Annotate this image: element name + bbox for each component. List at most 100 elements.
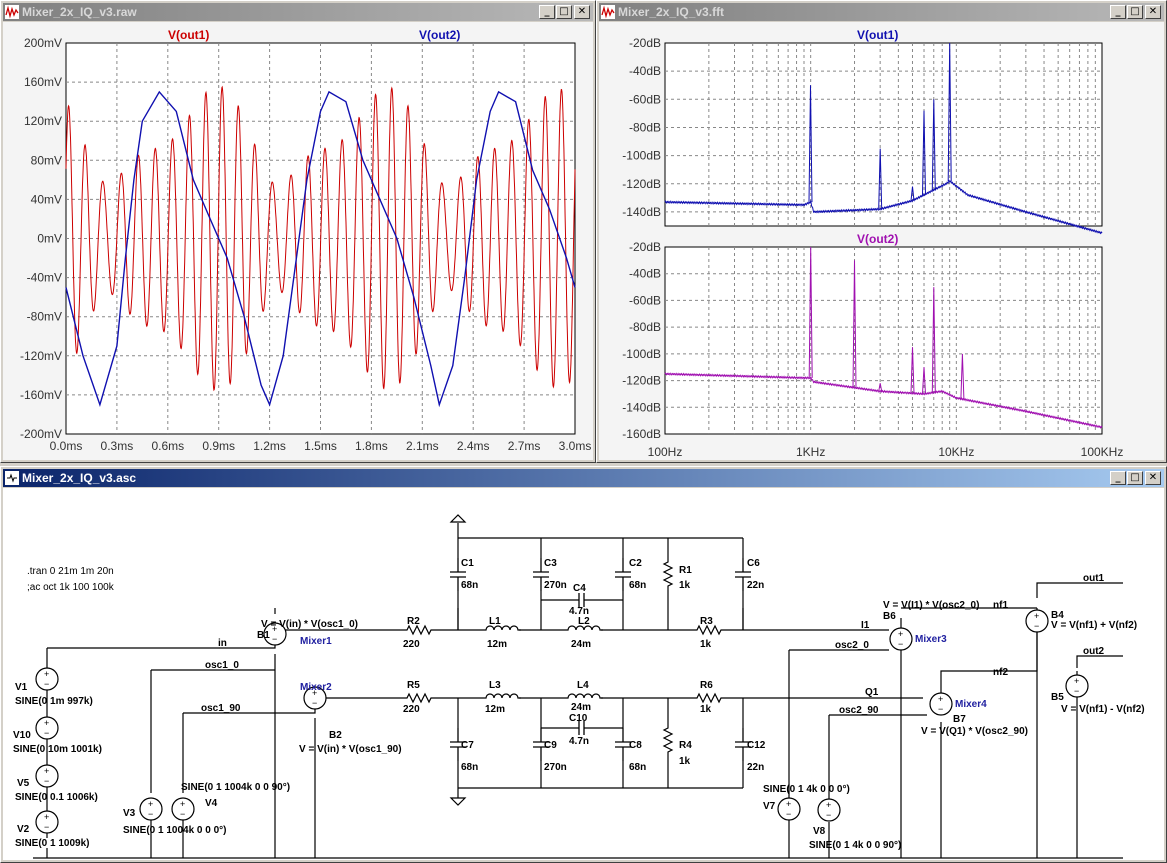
- fft-y-tick-label: -40dB: [629, 64, 661, 78]
- voltage-source-v7[interactable]: [777, 797, 801, 821]
- resistor-r4[interactable]: [663, 723, 673, 757]
- y-tick-label: 120mV: [24, 114, 62, 128]
- value-v7: SINE(0 1 4k 0 0 0°): [763, 784, 850, 795]
- wires: [33, 523, 1123, 859]
- minimize-button[interactable]: _: [539, 5, 555, 19]
- voltage-source-v1[interactable]: [35, 667, 59, 691]
- label-mixer3: Mixer3: [915, 634, 947, 645]
- fft-legend-out2: V(out2): [857, 232, 898, 246]
- ac-directive[interactable]: ;ac oct 1k 100 100k: [27, 582, 115, 593]
- value-l4: 24m: [571, 702, 591, 713]
- voltage-source-v8[interactable]: [817, 798, 841, 822]
- net-nf2: nf2: [993, 667, 1008, 678]
- value-c1: 68n: [461, 580, 478, 591]
- tran-directive[interactable]: .tran 0 21m 1m 20n: [27, 566, 114, 577]
- voltage-source-v10[interactable]: [35, 716, 59, 740]
- schematic-canvas[interactable]: +− +− .tran 0 21m 1m 20n ;ac oct 1k 100 …: [3, 488, 1164, 860]
- label-c9: C9: [544, 740, 557, 751]
- fft-titlebar[interactable]: Mixer_2x_IQ_v3.fft _ □ ✕: [599, 3, 1164, 21]
- voltage-source-v2[interactable]: [35, 810, 59, 834]
- expr-b2: V = V(in) * V(osc1_90): [299, 744, 402, 755]
- inductor-l3[interactable]: [482, 693, 522, 699]
- capacitor-c4[interactable]: [564, 592, 599, 608]
- resistor-r6[interactable]: [692, 693, 726, 703]
- minimize-button[interactable]: _: [1110, 5, 1126, 19]
- resistor-r5[interactable]: [402, 693, 436, 703]
- schematic-window[interactable]: Mixer_2x_IQ_v3.asc _ □ ✕ +− +− .tran 0 2…: [0, 466, 1167, 863]
- fft-y-tick-label: -120dB: [622, 177, 661, 191]
- label-c2: C2: [629, 558, 642, 569]
- resistor-r2[interactable]: [402, 625, 436, 635]
- fft-y-tick-label: -140dB: [622, 400, 661, 414]
- transient-window[interactable]: Mixer_2x_IQ_v3.raw _ □ ✕ V(out1) V(out2)…: [0, 0, 596, 463]
- ground-mid: [450, 797, 466, 806]
- fft-title: Mixer_2x_IQ_v3.fft: [618, 5, 725, 19]
- label-r3: R3: [700, 616, 713, 627]
- fft-y-tick-label: -120dB: [622, 374, 661, 388]
- net-nf1: nf1: [993, 600, 1008, 611]
- x-tick-label: 0.3ms: [101, 439, 134, 453]
- voltage-source-v5[interactable]: [35, 764, 59, 788]
- voltage-source-v3[interactable]: [139, 797, 163, 821]
- bsource-b7[interactable]: [929, 692, 953, 716]
- label-c12: C12: [747, 740, 766, 751]
- maximize-button[interactable]: □: [1127, 471, 1143, 485]
- label-v10: V10: [13, 730, 31, 741]
- label-r4: R4: [679, 740, 692, 751]
- resistor-r1[interactable]: [663, 557, 673, 591]
- value-l3: 12m: [485, 704, 505, 715]
- close-button[interactable]: ✕: [574, 5, 590, 19]
- value-v10: SINE(0 10m 1001k): [13, 744, 102, 755]
- close-button[interactable]: ✕: [1145, 471, 1161, 485]
- ground-top: [450, 514, 466, 523]
- label-v3: V3: [123, 808, 136, 819]
- x-tick-label: 1.5ms: [304, 439, 337, 453]
- maximize-button[interactable]: □: [1127, 5, 1143, 19]
- fft-plot-area[interactable]: V(out1) V(out2) -20dB-40dB-60dB-80dB-100…: [599, 22, 1164, 460]
- minimize-button[interactable]: _: [1110, 471, 1126, 485]
- fft-trace-out2: [664, 246, 1103, 429]
- y-tick-label: -120mV: [20, 349, 62, 363]
- value-c9: 270n: [544, 762, 567, 773]
- transient-plot[interactable]: V(out1) V(out2) 200mV160mV120mV80mV40mV0…: [3, 22, 593, 460]
- schematic-titlebar[interactable]: Mixer_2x_IQ_v3.asc _ □ ✕: [3, 469, 1164, 487]
- schematic-drawing[interactable]: +− +− .tran 0 21m 1m 20n ;ac oct 1k 100 …: [3, 488, 1164, 860]
- value-r3: 1k: [700, 639, 712, 650]
- expr-b7: V = V(Q1) * V(osc2_90): [921, 726, 1028, 737]
- expr-b5: V = V(nf1) - V(nf2): [1061, 704, 1145, 715]
- fft-y-tick-label: -20dB: [629, 240, 661, 254]
- value-c7: 68n: [461, 762, 478, 773]
- transient-title: Mixer_2x_IQ_v3.raw: [22, 5, 137, 19]
- fft-y-tick-label: -40dB: [629, 267, 661, 281]
- bsource-b5[interactable]: [1065, 674, 1089, 698]
- x-tick-label: 2.4ms: [457, 439, 490, 453]
- y-tick-label: 200mV: [24, 36, 62, 50]
- bsource-b6[interactable]: [889, 627, 913, 651]
- label-v4: V4: [205, 798, 218, 809]
- value-v2: SINE(0 1 1009k): [15, 838, 90, 849]
- label-v1: V1: [15, 682, 28, 693]
- bsource-b4[interactable]: [1025, 609, 1049, 633]
- value-r2: 220: [403, 639, 420, 650]
- fft-plot[interactable]: V(out1) V(out2) -20dB-40dB-60dB-80dB-100…: [599, 22, 1164, 460]
- inductor-l4[interactable]: [564, 693, 604, 699]
- expr-b1: V = V(in) * V(osc1_0): [261, 619, 358, 630]
- label-r1: R1: [679, 565, 692, 576]
- net-q1: Q1: [865, 687, 879, 698]
- close-button[interactable]: ✕: [1145, 5, 1161, 19]
- voltage-source-v4[interactable]: [171, 797, 195, 821]
- label-v7: V7: [763, 801, 776, 812]
- transient-titlebar[interactable]: Mixer_2x_IQ_v3.raw _ □ ✕: [3, 3, 593, 21]
- maximize-button[interactable]: □: [556, 5, 572, 19]
- y-tick-label: 80mV: [31, 153, 62, 167]
- fft-plot-frame: [664, 42, 1103, 227]
- trace-out2: [65, 90, 576, 408]
- value-r4: 1k: [679, 756, 691, 767]
- value-v1: SINE(0 1m 997k): [15, 696, 93, 707]
- value-c12: 22n: [747, 762, 764, 773]
- x-tick-label: 0.9ms: [202, 439, 235, 453]
- resistor-r3[interactable]: [692, 625, 726, 635]
- fft-window[interactable]: Mixer_2x_IQ_v3.fft _ □ ✕ V(out1) V(out2)…: [596, 0, 1167, 463]
- label-c10: C10: [569, 713, 588, 724]
